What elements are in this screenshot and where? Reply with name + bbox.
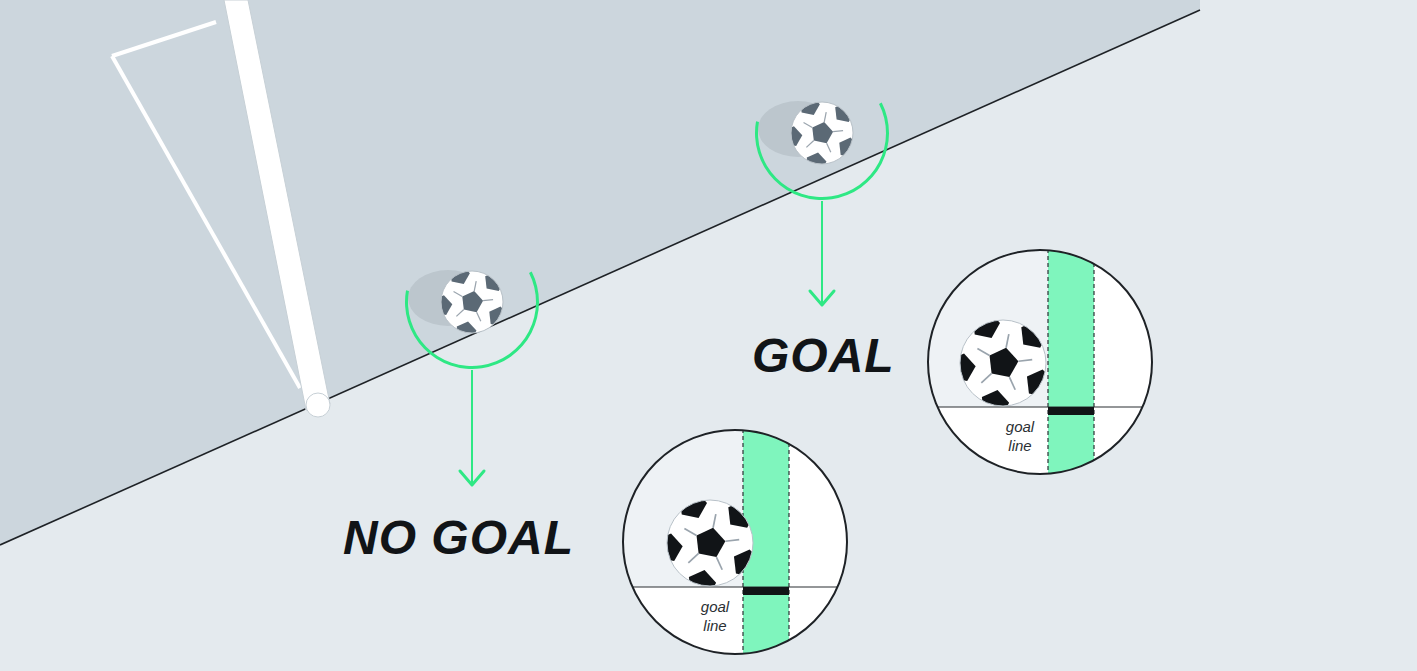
ball-seam <box>833 131 843 132</box>
soccer-ball <box>783 95 859 172</box>
ball-patch <box>990 348 1019 377</box>
band-edge <box>788 429 789 655</box>
ball-seam <box>456 310 463 317</box>
magnifier-circle: goal line <box>622 429 848 655</box>
detection-arc <box>755 103 889 200</box>
goal-line <box>927 406 1153 407</box>
ball-patch <box>680 490 707 518</box>
magnifier-outline <box>623 430 847 654</box>
ball-patch <box>689 570 716 598</box>
ball-patch <box>807 152 827 172</box>
magnifier-drawing <box>927 249 1153 475</box>
ball-seam <box>688 553 698 562</box>
arrow-head <box>460 471 484 485</box>
ball-seam <box>827 143 831 152</box>
ball-body <box>791 102 853 164</box>
soccer-ball <box>948 310 1054 417</box>
ball-seam <box>713 514 716 528</box>
ball-outline <box>441 271 503 333</box>
text-holder: goal line <box>996 417 1044 455</box>
ball-seam <box>824 112 826 122</box>
ball-seam <box>725 540 739 542</box>
magnifier-ground <box>622 429 848 655</box>
ball-seam <box>483 300 493 301</box>
arrow-line <box>471 370 473 485</box>
ball-seam <box>716 557 722 570</box>
ball-body <box>667 500 753 586</box>
balls <box>405 95 889 485</box>
goal-line <box>622 586 848 587</box>
arrow-line <box>821 201 823 305</box>
goal-line <box>0 10 1200 545</box>
ball-body <box>960 320 1046 406</box>
post-base <box>306 393 330 417</box>
verdict-label: NO GOAL <box>343 514 574 562</box>
ball-patch <box>462 291 483 312</box>
ball-seam <box>977 349 989 356</box>
band-edge <box>1093 249 1094 475</box>
ball-patch <box>450 264 470 284</box>
magnifier-drawing <box>622 429 848 655</box>
goal-post <box>224 0 330 410</box>
net-line <box>112 22 216 56</box>
ball-seam <box>1006 334 1009 348</box>
band-edge <box>1047 249 1048 475</box>
ball-body <box>441 271 503 333</box>
part-label: goal line <box>691 597 739 635</box>
ball-seam <box>1009 377 1015 390</box>
ball-seam <box>474 281 476 291</box>
line-band <box>1048 249 1094 475</box>
ball-patch <box>800 95 820 115</box>
ball-seam <box>804 123 813 128</box>
magnifier-ground <box>927 249 1153 475</box>
ball-patch <box>973 310 1000 338</box>
ball-seam <box>1018 360 1032 362</box>
ball-seam <box>477 312 481 321</box>
ball-seam <box>806 141 813 148</box>
part-label: goal line <box>996 417 1044 455</box>
ball-seam <box>454 292 463 297</box>
ball-patch <box>812 122 833 143</box>
arrow-head <box>810 291 834 305</box>
goal-area <box>0 0 1200 545</box>
magnifier-circle: goal line <box>927 249 1153 475</box>
ball-patch <box>457 321 477 341</box>
text-holder: goal line <box>691 597 739 635</box>
magnifier-outline <box>928 250 1152 474</box>
ball-seam <box>981 373 991 382</box>
detection-arc <box>405 272 539 369</box>
soccer-ball <box>433 264 509 341</box>
ball-patch <box>982 390 1009 418</box>
soccer-ball <box>655 490 761 597</box>
ball-seam <box>684 529 696 536</box>
ball-outline <box>667 500 753 586</box>
ball-patch <box>697 528 726 557</box>
line-marker <box>1048 407 1094 415</box>
ball-outline <box>960 320 1046 406</box>
ball-outline <box>791 102 853 164</box>
line-marker <box>743 587 789 595</box>
verdict-label: GOAL <box>752 332 895 380</box>
